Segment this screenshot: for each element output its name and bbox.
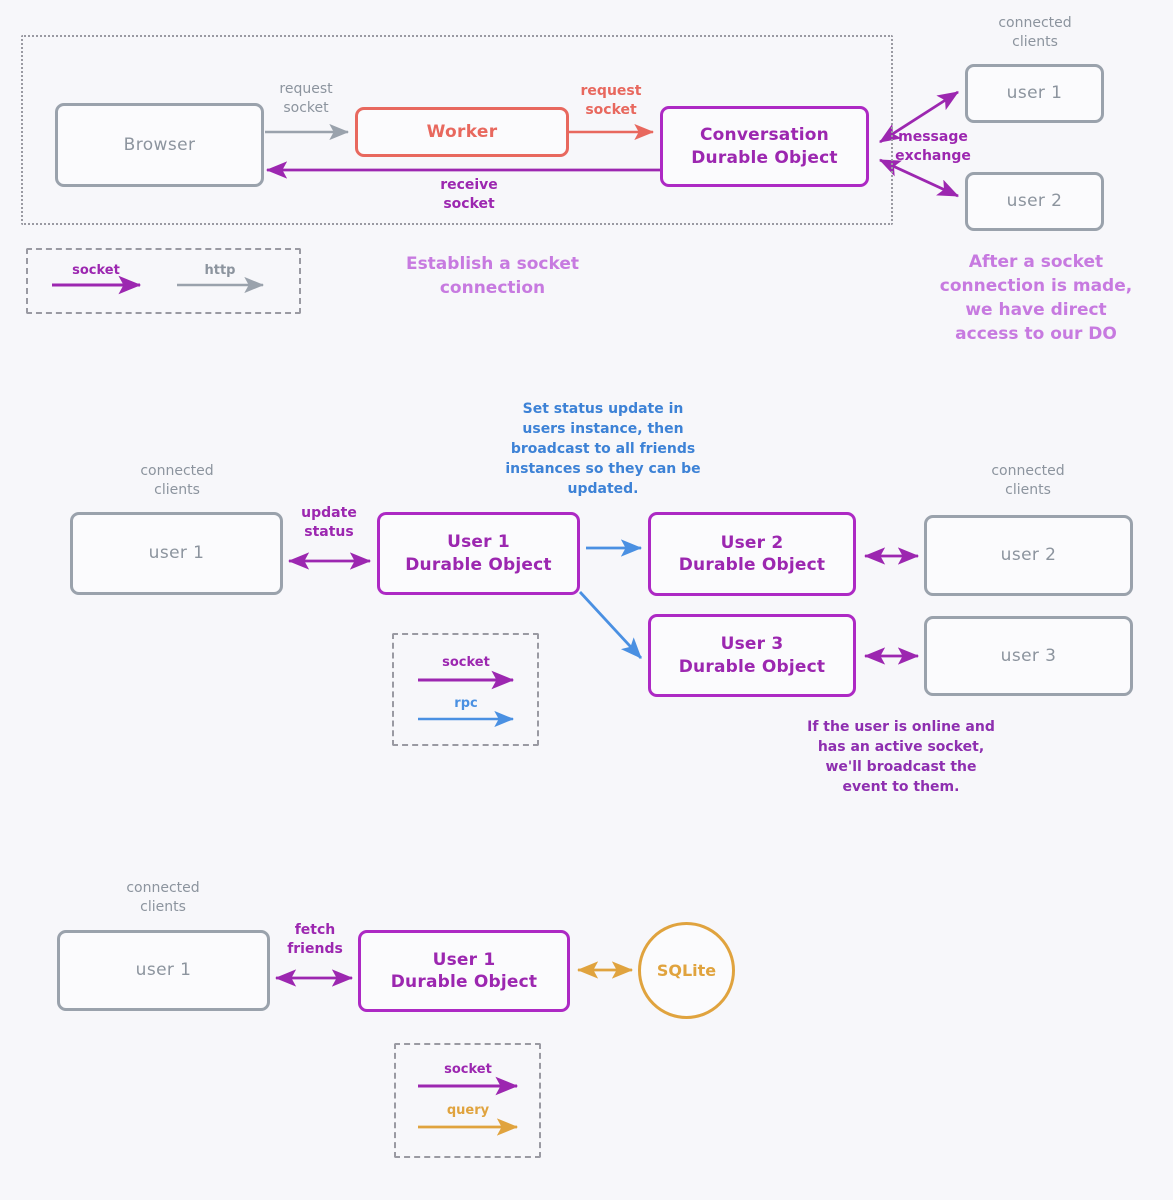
node-worker[interactable]: Worker	[355, 107, 569, 157]
legend-box-s3	[394, 1043, 541, 1158]
caption-if-user-online: If the user is online and has an active …	[807, 719, 995, 795]
node-sqlite-database[interactable]: SQLite	[638, 922, 735, 1019]
socket-connection-region	[21, 35, 893, 225]
edge-label-request-socket-browser-worker: request socket	[279, 81, 333, 116]
node-user1-durable-object-s2[interactable]: User 1 Durable Object	[377, 512, 580, 595]
caption-establish-socket-connection: Establish a socket connection	[405, 254, 580, 299]
group-label-connected-clients-s2-right: connected clients	[991, 463, 1065, 498]
edge-label-receive-socket: receive socket	[440, 177, 498, 212]
node-user3-durable-object[interactable]: User 3 Durable Object	[648, 614, 856, 697]
edge-label-message-exchange: message exchange	[895, 129, 971, 164]
group-label-connected-clients-s2-left: connected clients	[140, 463, 214, 498]
legend-label-rpc-s2: rpc	[454, 696, 478, 711]
node-browser[interactable]: Browser	[55, 103, 264, 187]
node-client-user2-s1[interactable]: user 2	[965, 172, 1104, 231]
legend-label-query-s3: query	[446, 1103, 490, 1118]
node-client-user1-s3[interactable]: user 1	[57, 930, 270, 1011]
legend-label-socket-s3: socket	[444, 1062, 492, 1077]
node-client-user1-s1[interactable]: user 1	[965, 64, 1104, 123]
legend-box-s1	[26, 248, 301, 314]
legend-label-socket-s2: socket	[442, 655, 490, 670]
legend-box-s2	[392, 633, 539, 746]
edge-label-update-status: update status	[301, 505, 357, 540]
legend-label-http-s1: http	[204, 263, 236, 278]
caption-set-status-update: Set status update in users instance, the…	[505, 401, 701, 497]
node-user1-durable-object-s3[interactable]: User 1 Durable Object	[358, 930, 570, 1012]
node-client-user3-s2[interactable]: user 3	[924, 616, 1133, 696]
group-label-connected-clients-s1: connected clients	[998, 15, 1072, 50]
node-client-user2-s2[interactable]: user 2	[924, 515, 1133, 596]
arrow-user1-do-to-user3-do	[578, 591, 643, 659]
caption-after-socket-connection: After a socket connection is made, we ha…	[939, 252, 1133, 345]
legend-label-socket-s1: socket	[72, 263, 120, 278]
edge-label-fetch-friends: fetch friends	[287, 922, 343, 957]
node-conversation-durable-object[interactable]: Conversation Durable Object	[660, 106, 869, 187]
node-client-user1-s2[interactable]: user 1	[70, 512, 283, 595]
node-user2-durable-object[interactable]: User 2 Durable Object	[648, 512, 856, 596]
edge-label-request-socket-worker-do: request socket	[580, 83, 642, 118]
group-label-connected-clients-s3: connected clients	[126, 880, 200, 915]
